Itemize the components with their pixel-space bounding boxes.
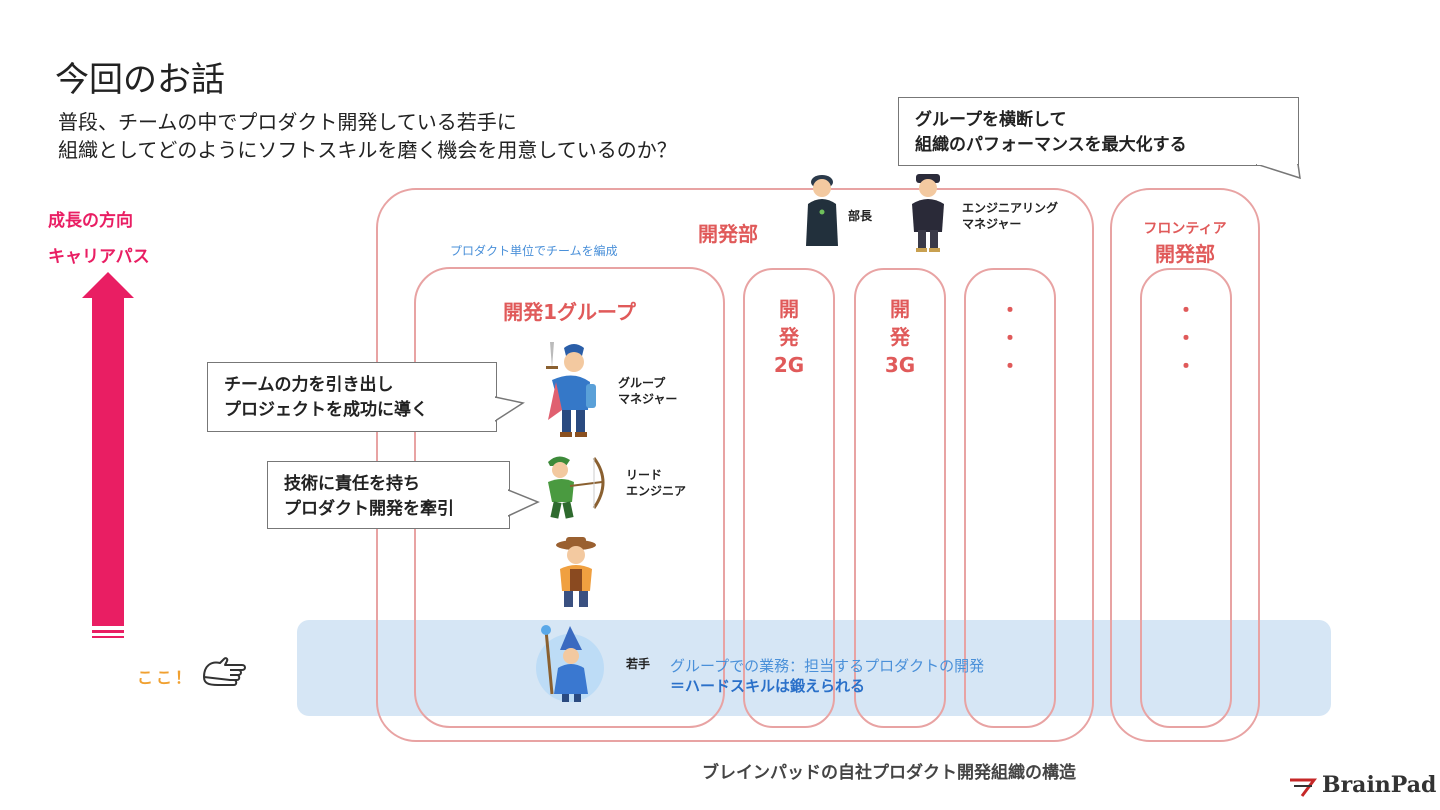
brainpad-logo: BrainPad bbox=[1322, 772, 1437, 798]
junior-task-line-2: ＝ハードスキルは鍛えられる bbox=[670, 677, 866, 695]
dept-title: 開発部 bbox=[698, 222, 758, 246]
growth-direction-label: 成長の方向 bbox=[48, 211, 133, 231]
callout-lead: 技術に責任を持ちプロダクト開発を牽引 bbox=[267, 461, 510, 529]
junior-figure-icon bbox=[536, 625, 604, 702]
group-more-ellipsis: ・・・ bbox=[1000, 298, 1020, 378]
bucho-figure-icon bbox=[806, 175, 838, 246]
junior-task-line-1: グループでの業務：担当するプロダクトの開発 bbox=[670, 657, 985, 675]
callout-lead-tail bbox=[508, 489, 540, 517]
em-label: エンジニアリングマネジャー bbox=[962, 201, 1059, 231]
em-figure-icon bbox=[912, 174, 944, 252]
lead-engineer-label: リードエンジニア bbox=[626, 468, 687, 498]
group2-box bbox=[743, 268, 835, 728]
subtitle-line-1: 普段、チームの中でプロダクト開発している若手に bbox=[58, 110, 517, 134]
bucho-label: 部長 bbox=[848, 209, 873, 223]
frontier-label-2: 開発部 bbox=[1155, 242, 1215, 266]
group-more-box bbox=[964, 268, 1056, 728]
callout-cross-group: グループを横断して組織のパフォーマンスを最大化する bbox=[898, 97, 1299, 166]
brainpad-logo-mark-icon bbox=[1290, 778, 1317, 797]
here-label: ここ！ bbox=[137, 668, 195, 687]
pointing-hand-icon bbox=[203, 657, 246, 686]
team-note: プロダクト単位でチームを編成 bbox=[450, 244, 618, 258]
junior-label: 若手 bbox=[626, 657, 651, 671]
callout-manager-tail bbox=[495, 396, 525, 422]
subtitle-line-2: 組織としてどのようにソフトスキルを磨く機会を用意しているのか？ bbox=[58, 138, 677, 162]
career-path-label: キャリアパス bbox=[48, 247, 150, 267]
callout-manager: チームの力を引き出しプロジェクトを成功に導く bbox=[207, 362, 497, 432]
frontier-ellipsis: ・・・ bbox=[1176, 298, 1196, 378]
group1-title: 開発1グループ bbox=[503, 300, 636, 324]
growth-arrow-icon bbox=[82, 272, 134, 638]
diagram-caption: ブレインパッドの自社プロダクト開発組織の構造 bbox=[702, 763, 1076, 783]
callout-cross-group-tail bbox=[1256, 164, 1301, 180]
page-title: 今回のお話 bbox=[55, 60, 225, 100]
group-manager-label: グループマネジャー bbox=[618, 376, 678, 406]
frontier-label-1: フロンティア bbox=[1143, 221, 1227, 237]
lead-engineer-figure-icon bbox=[548, 456, 605, 519]
frontier-group-box bbox=[1140, 268, 1232, 728]
frontier-dept-box bbox=[1110, 188, 1260, 742]
group3-box bbox=[854, 268, 946, 728]
group-manager-figure-icon bbox=[546, 342, 596, 437]
adventurer-figure-icon bbox=[556, 537, 596, 607]
